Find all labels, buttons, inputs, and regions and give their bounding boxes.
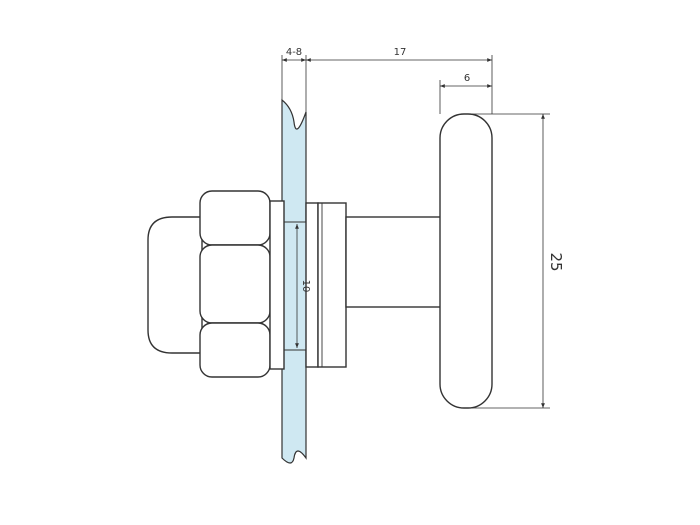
washer-back — [269, 200, 285, 370]
axle — [345, 216, 445, 308]
dim-wheel-diameter: 25 — [547, 252, 565, 271]
dim-glass-thickness: 4-8 — [286, 47, 302, 58]
dim-overall-depth: 17 — [394, 47, 407, 58]
hex-nut — [199, 190, 271, 378]
dim-hole-diameter: 10 — [300, 280, 311, 293]
wheel — [439, 113, 493, 409]
spacer — [317, 202, 347, 368]
cap-nut — [147, 216, 203, 354]
dim-wheel-width: 6 — [464, 73, 470, 84]
